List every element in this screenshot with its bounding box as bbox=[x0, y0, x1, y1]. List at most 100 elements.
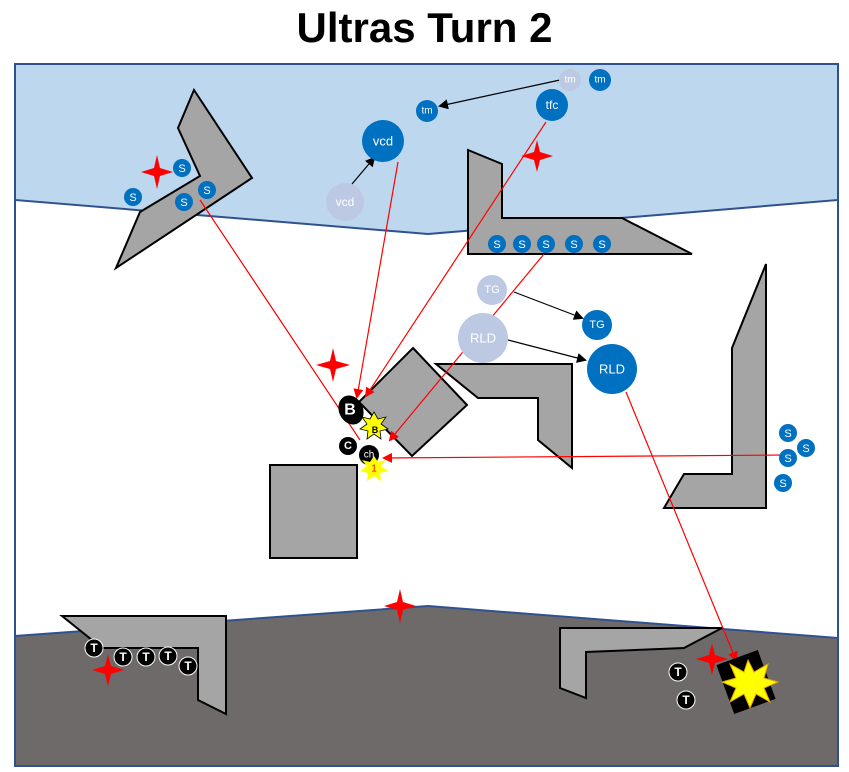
unit-vcd[interactable]: vcd bbox=[362, 120, 404, 162]
star-marker bbox=[92, 654, 124, 686]
unit-s: S bbox=[173, 159, 191, 177]
fire-line-s-to-c bbox=[199, 199, 361, 441]
unit-tg[interactable]: TG bbox=[582, 310, 612, 340]
move-arrow-tg bbox=[513, 291, 584, 320]
unit-b[interactable]: B bbox=[334, 391, 368, 428]
ghost-unit-tg: TG bbox=[477, 275, 507, 305]
svg-text:S: S bbox=[598, 239, 605, 251]
unit-s: S bbox=[198, 181, 216, 199]
squad-s-right[interactable]: S S S S bbox=[774, 424, 815, 492]
svg-text:TG: TG bbox=[484, 284, 499, 296]
svg-text:S: S bbox=[779, 478, 786, 490]
unit-s: S bbox=[488, 235, 506, 253]
building-l-bottom-right bbox=[559, 627, 723, 700]
star-marker bbox=[141, 155, 173, 189]
building-chevron-top-left bbox=[113, 87, 254, 271]
svg-text:S: S bbox=[570, 239, 577, 251]
svg-text:T: T bbox=[682, 693, 690, 707]
svg-text:tfc: tfc bbox=[546, 98, 559, 112]
svg-text:T: T bbox=[184, 659, 192, 673]
move-arrow-rld bbox=[507, 339, 587, 363]
unit-rld[interactable]: RLD bbox=[587, 344, 637, 394]
svg-text:ch: ch bbox=[364, 450, 375, 461]
ghost-unit-vcd: vcd bbox=[326, 183, 364, 221]
unit-t: T bbox=[178, 656, 198, 676]
building-square-center bbox=[269, 464, 358, 559]
svg-text:S: S bbox=[180, 197, 187, 209]
unit-t: T bbox=[676, 690, 696, 710]
unit-t: T bbox=[136, 647, 156, 667]
star-marker bbox=[521, 140, 553, 172]
unit-s: S bbox=[175, 193, 193, 211]
svg-text:S: S bbox=[542, 239, 549, 251]
svg-text:TG: TG bbox=[589, 319, 604, 331]
svg-text:vcd: vcd bbox=[336, 195, 355, 209]
squad-t-bottom-left[interactable]: T T T T T bbox=[84, 638, 198, 676]
svg-text:T: T bbox=[90, 641, 98, 655]
move-arrow-tm bbox=[438, 79, 561, 110]
ghost-unit-tm: tm bbox=[559, 69, 581, 91]
svg-text:C: C bbox=[344, 440, 352, 452]
svg-text:S: S bbox=[784, 453, 791, 465]
unit-tm-current[interactable]: tm bbox=[416, 100, 438, 122]
unit-s: S bbox=[797, 439, 815, 457]
board-border bbox=[14, 63, 839, 767]
building-l-right bbox=[662, 263, 767, 509]
unit-t: T bbox=[668, 662, 688, 682]
unit-t: T bbox=[113, 647, 133, 667]
svg-text:S: S bbox=[518, 239, 525, 251]
svg-text:B: B bbox=[344, 402, 356, 419]
unit-s: S bbox=[779, 424, 797, 442]
squad-s-top-center[interactable]: S S S S S bbox=[488, 235, 611, 253]
fire-line-right-s bbox=[382, 452, 789, 463]
unit-t: T bbox=[158, 646, 178, 666]
squad-s-top-left[interactable]: S S S S bbox=[124, 159, 216, 211]
svg-text:T: T bbox=[142, 650, 150, 664]
svg-text:S: S bbox=[802, 443, 809, 455]
unit-s: S bbox=[124, 188, 142, 206]
unit-s: S bbox=[593, 235, 611, 253]
svg-text:S: S bbox=[178, 163, 185, 175]
svg-text:T: T bbox=[164, 649, 172, 663]
star-marker bbox=[316, 348, 350, 382]
unit-t: T bbox=[84, 638, 104, 658]
unit-c[interactable]: C bbox=[339, 437, 357, 455]
sky-zone bbox=[14, 63, 839, 236]
svg-text:B: B bbox=[372, 425, 379, 435]
svg-text:vcd: vcd bbox=[373, 134, 393, 149]
svg-text:S: S bbox=[203, 185, 210, 197]
fire-line-vcd-to-b bbox=[353, 161, 399, 399]
svg-text:RLD: RLD bbox=[599, 362, 625, 377]
unit-tfc[interactable]: tfc bbox=[536, 89, 568, 121]
hit-marker: 1 bbox=[360, 456, 388, 481]
svg-text:T: T bbox=[674, 665, 682, 679]
star-marker bbox=[384, 589, 416, 623]
move-arrow-vcd bbox=[351, 156, 376, 185]
svg-text:S: S bbox=[129, 192, 136, 204]
unit-s: S bbox=[565, 235, 583, 253]
building-l-center bbox=[433, 363, 573, 471]
destroyed-tank bbox=[716, 650, 780, 714]
unit-s: S bbox=[513, 235, 531, 253]
unit-s: S bbox=[779, 449, 797, 467]
unit-s: S bbox=[537, 235, 555, 253]
fire-line-rld-to-tank bbox=[625, 391, 738, 662]
svg-text:tm: tm bbox=[421, 106, 432, 117]
ghost-unit-rld: RLD bbox=[458, 313, 508, 363]
svg-text:S: S bbox=[784, 428, 791, 440]
page-title: Ultras Turn 2 bbox=[296, 4, 553, 51]
svg-text:T: T bbox=[119, 650, 127, 664]
unit-s: S bbox=[774, 474, 792, 492]
explosion-small-b: B bbox=[359, 411, 389, 440]
unit-tm-right[interactable]: tm bbox=[589, 69, 611, 91]
svg-text:RLD: RLD bbox=[470, 331, 496, 346]
fire-line-tfc-to-b bbox=[364, 121, 547, 398]
svg-text:tm: tm bbox=[564, 75, 575, 86]
svg-text:tm: tm bbox=[594, 75, 605, 86]
squad-t-bottom-right[interactable]: T T bbox=[668, 662, 696, 710]
building-l-top-center bbox=[467, 148, 693, 255]
star-marker bbox=[696, 643, 728, 675]
svg-text:S: S bbox=[493, 239, 500, 251]
star-markers bbox=[92, 140, 728, 686]
